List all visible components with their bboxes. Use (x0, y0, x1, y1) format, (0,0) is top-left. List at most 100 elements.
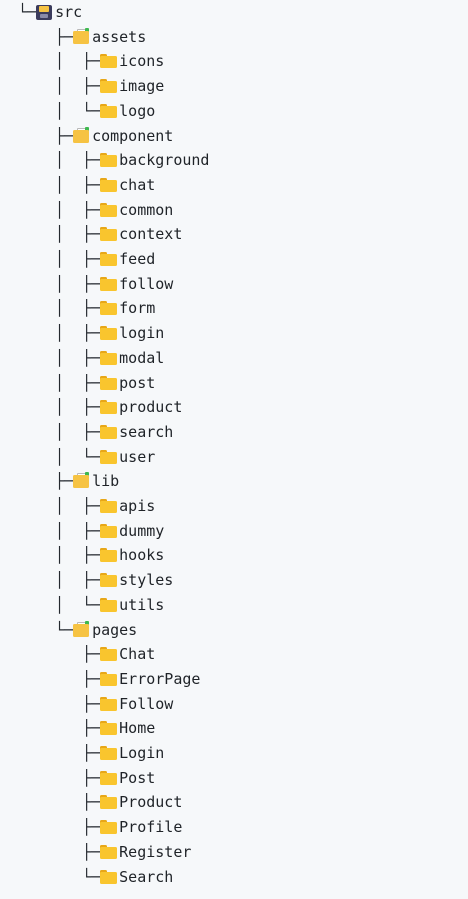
folder-icon (100, 103, 118, 118)
tree-branch-lines: └─ (55, 867, 101, 886)
tree-row[interactable]: │ ├─ dummy (55, 519, 164, 544)
tree-row[interactable]: ├─component (55, 124, 173, 149)
tree-branch-lines: │ ├─ (55, 546, 101, 565)
tree-row[interactable]: │ ├─context (55, 222, 182, 247)
tree-row[interactable]: │ ├─ hooks (55, 543, 164, 568)
folder-icon (100, 795, 118, 810)
folder-name: login (119, 324, 165, 343)
tree-branch-lines: ├─ (55, 472, 74, 491)
folder-name: Home (119, 719, 156, 738)
folder-name: ErrorPage (119, 669, 201, 688)
folder-icon (100, 54, 118, 69)
folder-icon (100, 276, 118, 291)
folder-icon (100, 820, 118, 835)
folder-icon (100, 424, 118, 439)
folder-icon (100, 499, 118, 513)
folder-icon (100, 721, 118, 736)
tree-row[interactable]: ├─Login (55, 741, 164, 766)
tree-row[interactable]: │ └─ utils (55, 593, 164, 618)
tree-branch-lines: │ ├─ (55, 521, 101, 540)
tree-row[interactable]: ├─ Home (55, 716, 155, 741)
folder-icon (100, 350, 118, 365)
tree-row[interactable]: │ ├─chat (55, 173, 155, 198)
tree-branch-lines: ├─ (55, 818, 101, 837)
tree-row[interactable]: │ ├─common (55, 198, 173, 223)
tree-row[interactable]: ├─assets (55, 25, 146, 50)
tree-row[interactable]: │ ├─feed (55, 247, 155, 272)
folder-icon (100, 202, 118, 217)
tree-row[interactable]: ├─ Follow (55, 692, 173, 717)
tree-branch-lines: │ └─ (55, 447, 101, 466)
folder-name: logo (119, 101, 156, 120)
tree-row[interactable]: │ └─user (55, 445, 155, 470)
tree-branch-lines: │ ├─ (55, 52, 101, 71)
tree-row[interactable]: │ ├─post (55, 371, 155, 396)
folder-name: Product (119, 793, 183, 812)
folder-name: common (119, 200, 174, 219)
tree-row[interactable]: │ └─ logo (55, 99, 155, 124)
tree-root-row[interactable]: └─src (18, 0, 82, 25)
tree-row[interactable]: │ ├─follow (55, 272, 173, 297)
tree-branch-lines: ├─ (55, 842, 101, 861)
folder-name: form (119, 299, 156, 318)
tree-row[interactable]: │ ├─image (55, 74, 164, 99)
folder-name: styles (119, 571, 174, 590)
tree-branch-lines: │ └─ (55, 595, 101, 614)
folder-icon (100, 671, 118, 686)
tree-row[interactable]: ├─lib (55, 469, 119, 494)
open-folder-icon (73, 126, 90, 143)
folder-name: Profile (119, 818, 183, 837)
folder-icon (100, 326, 118, 341)
folder-icon (100, 301, 118, 316)
folder-icon (100, 696, 118, 711)
tree-branch-lines: └─ (18, 3, 37, 21)
tree-row[interactable]: │ ├─form (55, 296, 155, 321)
folder-name: feed (119, 250, 156, 268)
folder-name: hooks (119, 546, 165, 565)
tree-row[interactable]: ├─Product (55, 790, 182, 815)
tree-row[interactable]: └─ Search (55, 865, 173, 890)
folder-icon (100, 844, 118, 859)
tree-branch-lines: │ ├─ (55, 175, 101, 194)
tree-row[interactable]: │ ├─modal (55, 346, 164, 371)
tree-branch-lines: ├─ (55, 744, 101, 762)
folder-icon (100, 177, 118, 192)
tree-row[interactable]: │ ├─product (55, 395, 182, 420)
tree-branch-lines: ├─ (55, 719, 101, 738)
tree-row[interactable]: │ ├─login (55, 321, 164, 346)
tree-row[interactable]: ├─ErrorPage (55, 667, 200, 692)
tree-branch-lines: ├─ (55, 694, 101, 713)
tree-branch-lines: ├─ (55, 27, 74, 46)
folder-icon (100, 153, 118, 168)
tree-row[interactable]: │ ├─ search (55, 420, 173, 445)
tree-row[interactable]: ├─Register (55, 840, 191, 865)
folder-name: Follow (119, 694, 174, 713)
tree-row[interactable]: │ ├─styles (55, 568, 173, 593)
tree-branch-lines: ├─ (55, 126, 74, 145)
folder-name: search (119, 422, 174, 441)
tree-branch-lines: ├─ (55, 645, 101, 664)
tree-row[interactable]: └─pages (55, 618, 137, 643)
folder-icon (100, 746, 118, 760)
folder-name: image (119, 77, 165, 96)
tree-row[interactable]: │ ├─background (55, 148, 209, 173)
folder-name: Search (119, 867, 174, 886)
tree-branch-lines: │ ├─ (55, 422, 101, 441)
tree-branch-lines: │ └─ (55, 101, 101, 120)
folder-name: utils (119, 595, 165, 614)
folder-icon (100, 523, 118, 538)
tree-row[interactable]: ├─Post (55, 766, 155, 791)
folder-name: post (119, 373, 156, 392)
tree-branch-lines: └─ (55, 620, 74, 639)
tree-row[interactable]: │ ├─icons (55, 49, 164, 74)
folder-name: dummy (119, 521, 165, 540)
folder-icon (100, 573, 118, 588)
folder-icon (100, 449, 118, 464)
tree-row[interactable]: ├─ Profile (55, 815, 182, 840)
folder-icon (100, 227, 118, 242)
open-folder-icon (73, 620, 90, 637)
tree-branch-lines: │ ├─ (55, 151, 101, 170)
tree-row[interactable]: ├─Chat (55, 642, 155, 667)
tree-row[interactable]: │ ├─apis (55, 494, 155, 519)
